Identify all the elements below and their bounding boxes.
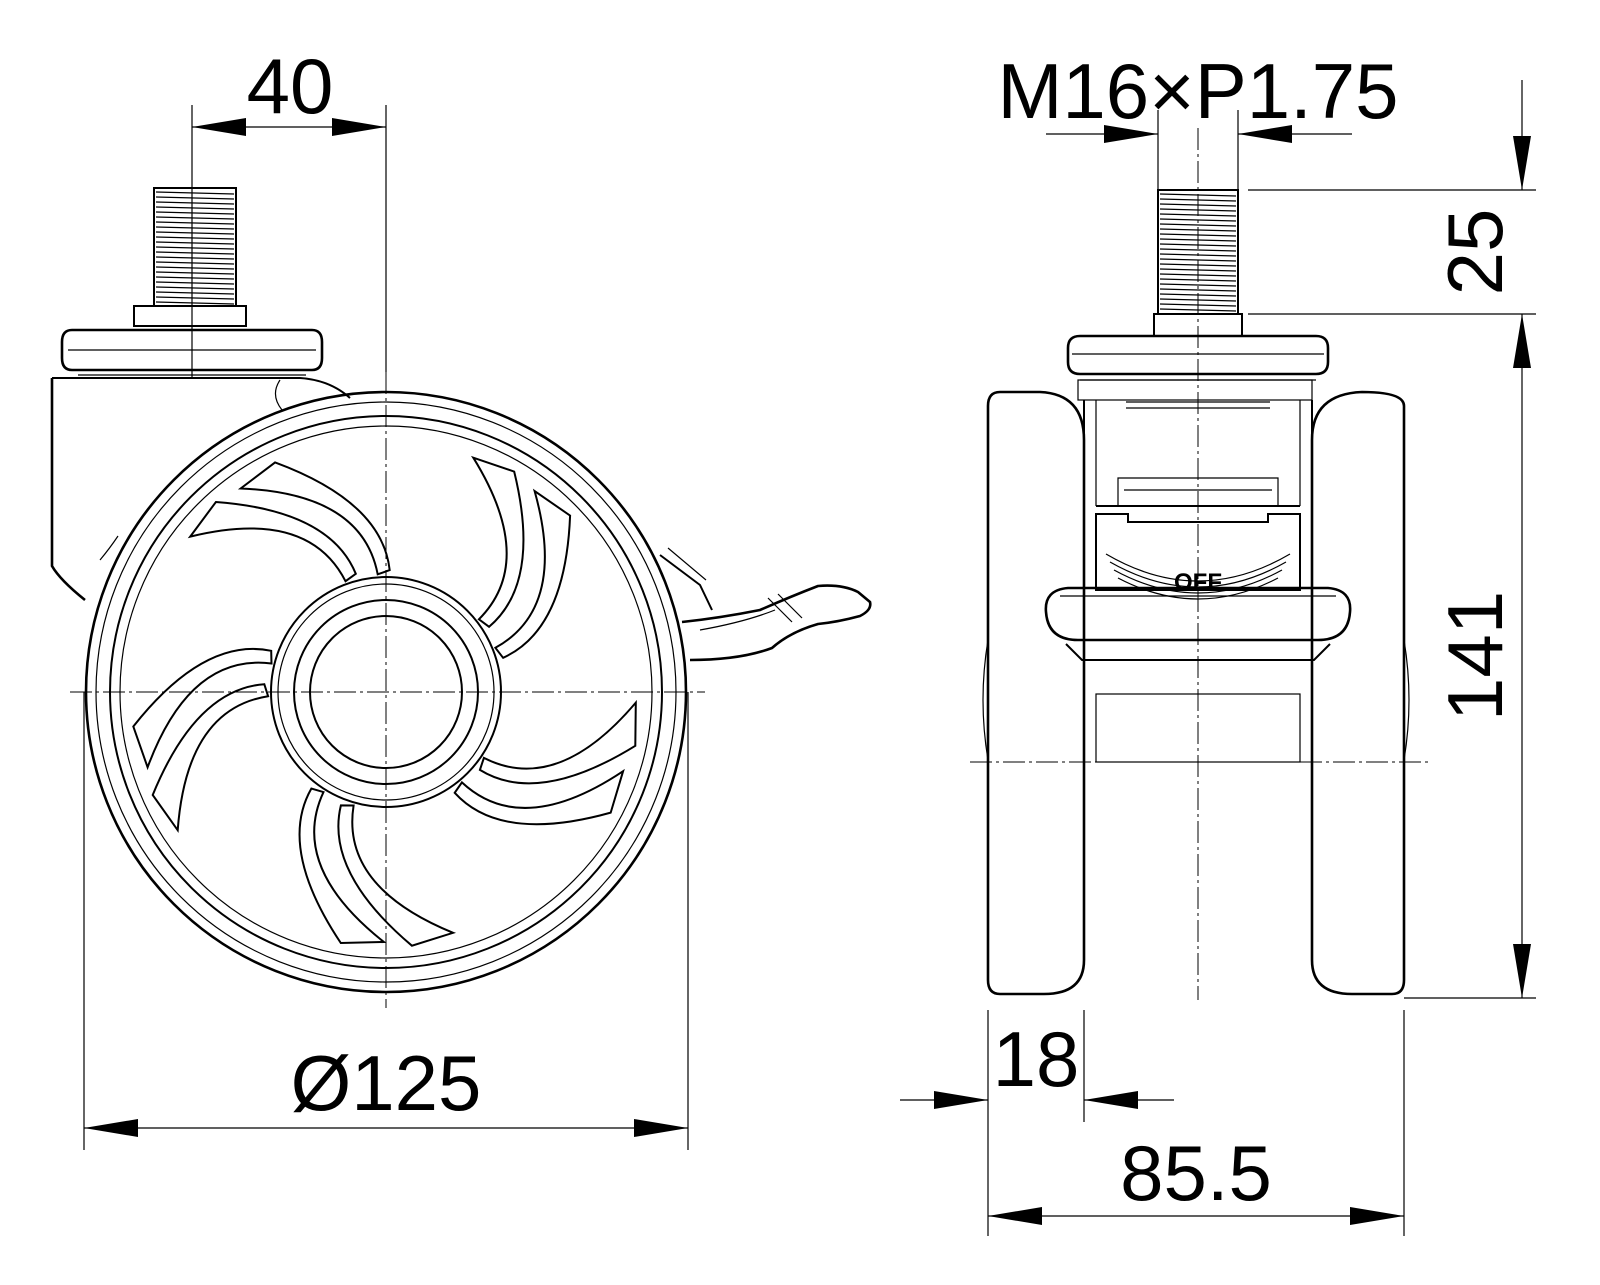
wheel-vane	[470, 455, 525, 629]
side-view: 40 Ø125	[50, 42, 872, 1150]
front-left-wheel	[982, 390, 1086, 996]
thread-spec-label: M16×P1.75	[997, 47, 1398, 135]
wheel-vane	[298, 787, 387, 945]
total-height-label: 141	[1431, 591, 1519, 721]
front-right-wheel	[1310, 390, 1410, 996]
wheel-diameter-label: Ø125	[291, 1039, 482, 1127]
side-brake-lever	[659, 547, 872, 662]
wheel-vane	[132, 647, 273, 771]
dimension-diameter-125: Ø125	[83, 692, 689, 1150]
wheel-vane	[478, 699, 637, 785]
stem-offset-label: 40	[247, 42, 334, 130]
wheel-vane	[493, 488, 572, 660]
dimension-25: 25	[1248, 80, 1536, 998]
side-fork-housing	[50, 377, 351, 602]
wheel-vane	[453, 768, 625, 826]
stem-length-label: 25	[1431, 209, 1519, 296]
wheel-vane	[237, 461, 391, 576]
dimension-18: 18	[900, 1010, 1174, 1236]
wheel-width-label: 18	[993, 1015, 1080, 1103]
dimension-85-5: 85.5	[988, 1010, 1405, 1236]
wheel-vane	[337, 804, 457, 947]
wheel-vane	[151, 683, 270, 834]
front-view: OFF M16×P1.75	[900, 47, 1536, 1236]
overall-width-label: 85.5	[1120, 1129, 1272, 1217]
front-fork-body	[1077, 379, 1313, 598]
dimension-141: 141	[1404, 591, 1536, 999]
dimension-thread: M16×P1.75	[997, 47, 1399, 190]
wheel-vane	[187, 500, 358, 583]
side-threaded-stem	[133, 187, 247, 327]
dimension-40: 40	[191, 42, 387, 378]
